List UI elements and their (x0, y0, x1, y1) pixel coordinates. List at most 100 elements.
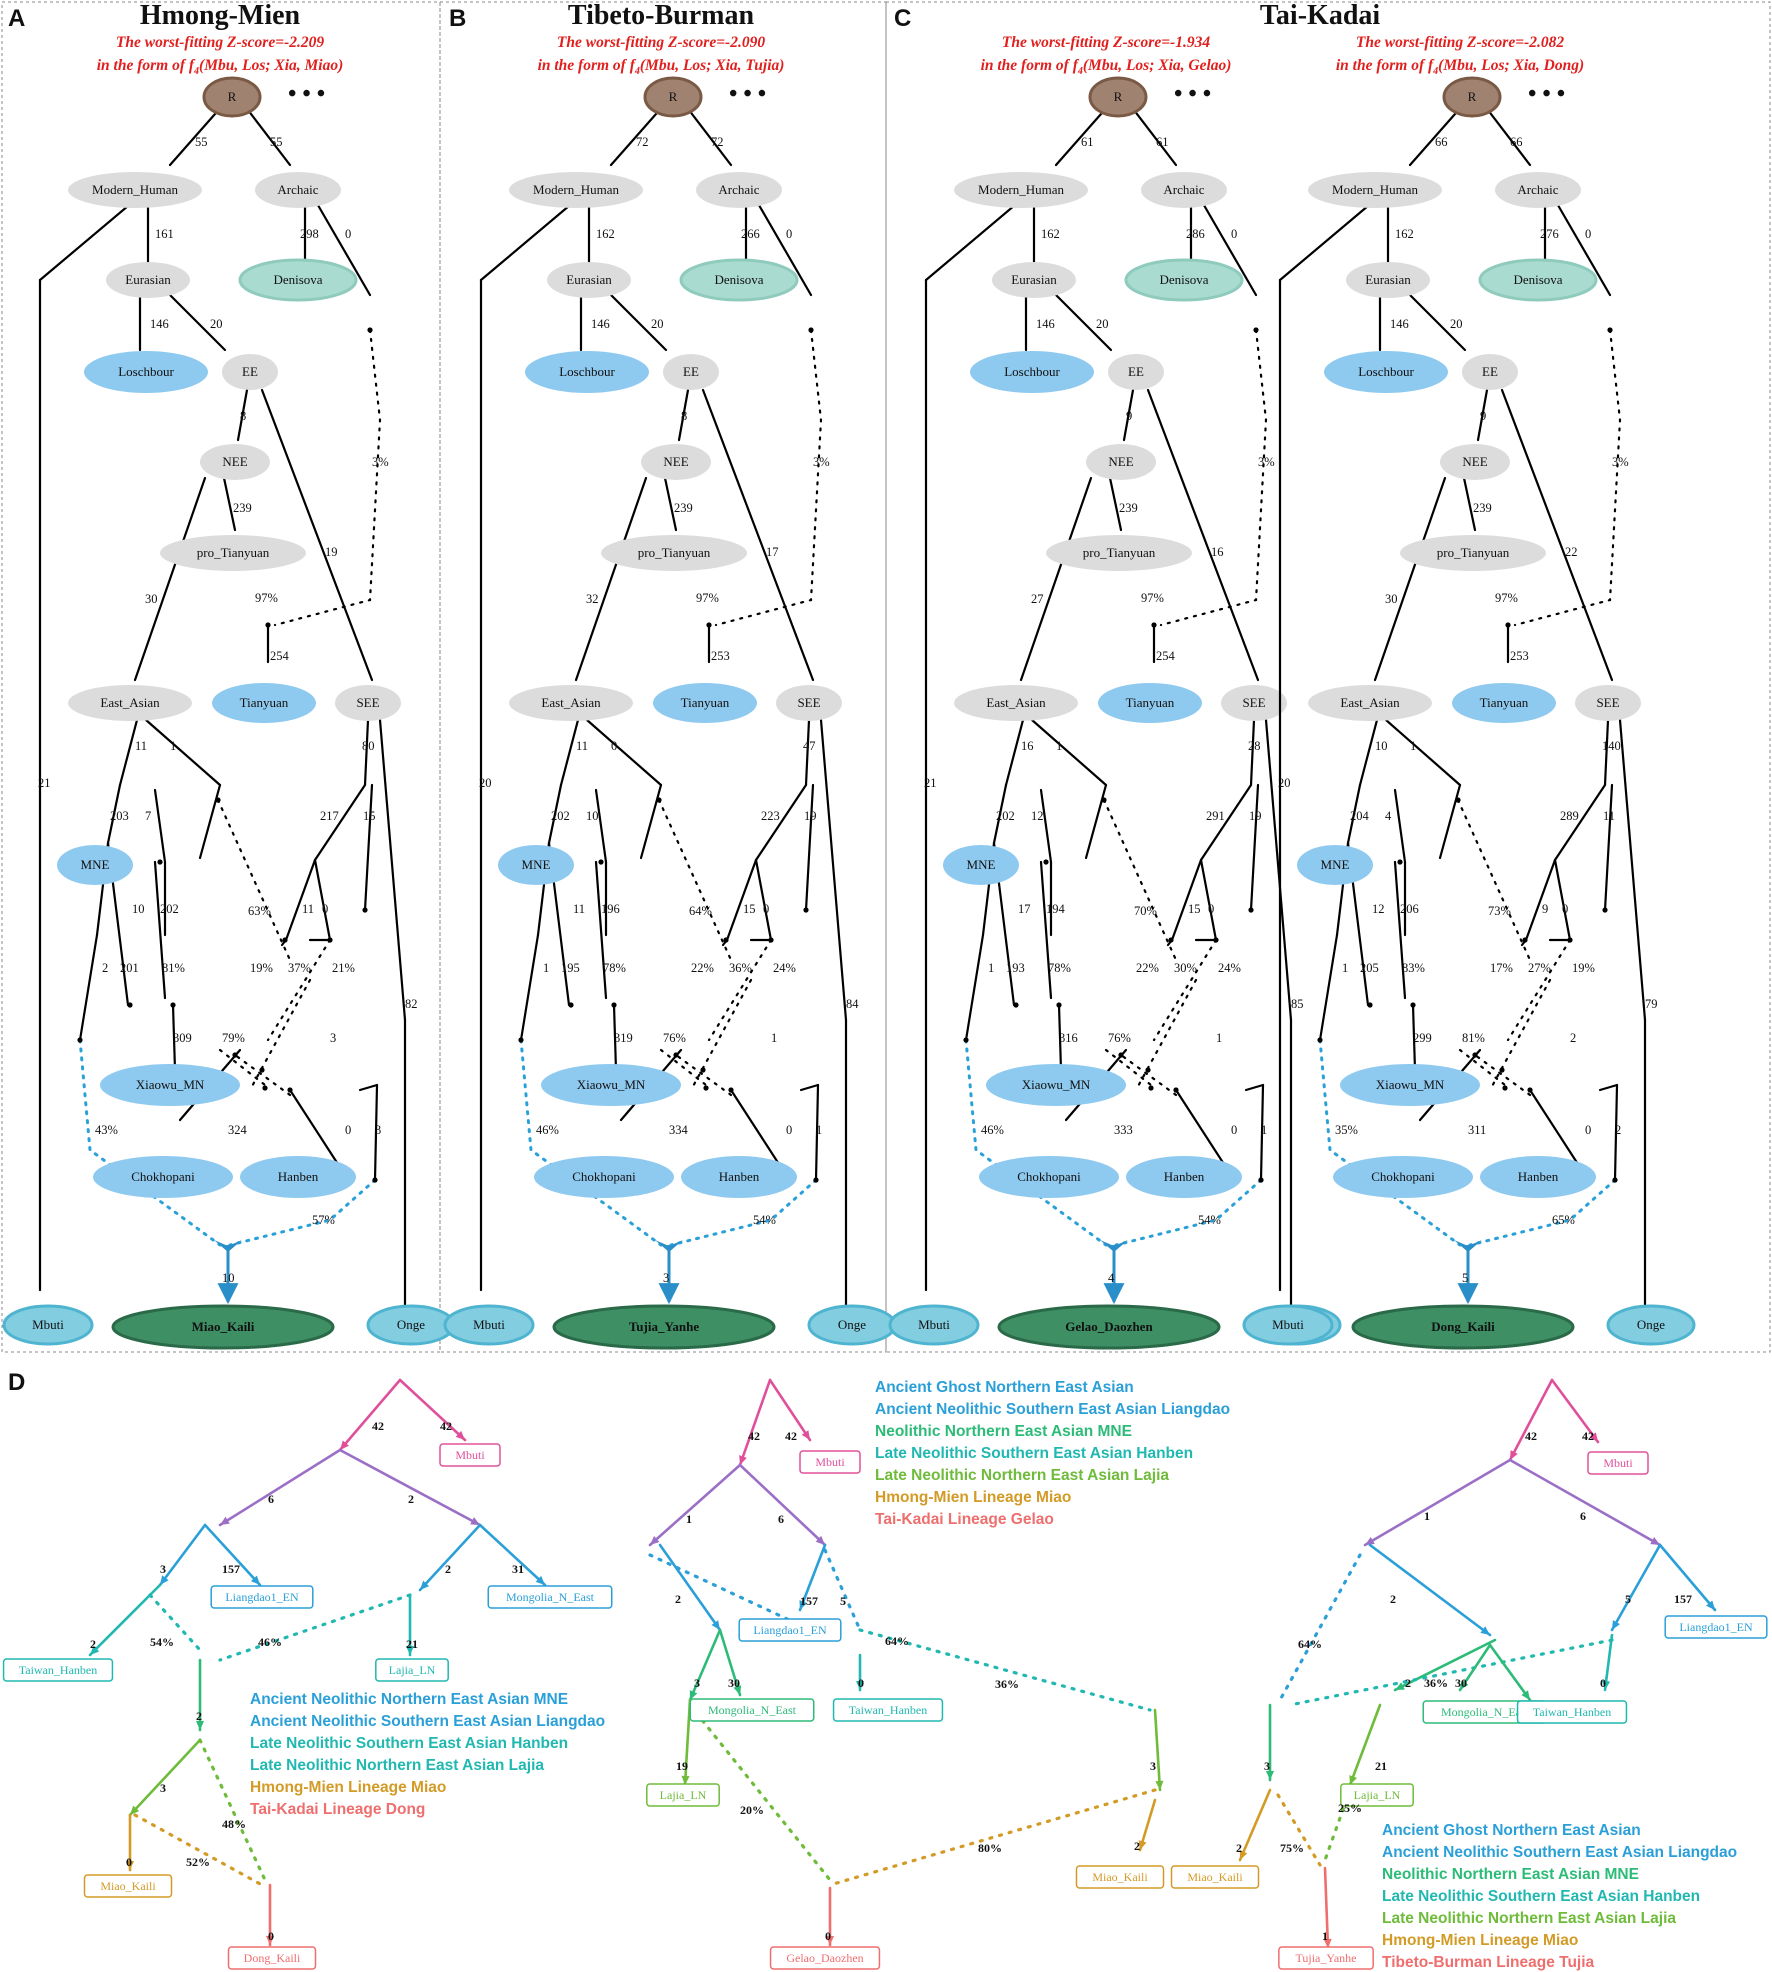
edge-label: 35% (1335, 1123, 1358, 1137)
legend-entry: Ancient Neolithic Southern East Asian Li… (875, 1401, 1230, 1418)
arrowhead (1706, 1600, 1715, 1610)
z-form-text: in the form of f4(Mbu, Los; Xia, Gelao) (981, 57, 1232, 77)
arrowhead (420, 1580, 430, 1590)
panel-b-frame (439, 1, 887, 1353)
edge-label: 2 (675, 1592, 681, 1606)
edge-label: 20% (740, 1803, 764, 1817)
edge-label: 21 (38, 776, 51, 790)
edge-label: 9 (1126, 409, 1132, 423)
z-score-text: The worst-fitting Z-score=-1.934 (1002, 34, 1210, 51)
node-text: EE (1482, 364, 1498, 379)
edge-label: 146 (1390, 317, 1409, 331)
graph-junction (598, 859, 604, 865)
node-text: Chokhopani (1371, 1169, 1435, 1184)
node-text: MNE (81, 857, 110, 872)
population-label: Miao_Kaili (1187, 1870, 1243, 1884)
node-mbuti (1242, 1304, 1334, 1346)
edge-label: 254 (270, 649, 290, 663)
edge-label: 195 (561, 961, 580, 975)
graph-edge (313, 198, 372, 297)
node-modern_human (954, 172, 1088, 208)
population-box (487, 1585, 613, 1609)
graph-edge (639, 783, 663, 860)
node-loschbour (525, 351, 649, 393)
edge-label: 2 (1570, 1031, 1576, 1045)
node-eurasian (992, 262, 1076, 298)
graph-edge (106, 783, 122, 845)
graph-junction (215, 797, 221, 803)
edge-label: 5 (840, 1594, 846, 1608)
population-box (1340, 1783, 1414, 1807)
edge-label: 10 (132, 902, 145, 916)
arrowhead (470, 1517, 480, 1525)
population-label: Liangdao1_EN (753, 1623, 827, 1637)
edge-label: 2 (1236, 1841, 1242, 1855)
arrowhead (825, 1936, 835, 1945)
edge-label: 85 (1291, 997, 1304, 1011)
graph-junction (287, 1087, 293, 1093)
edge-label: 1 (816, 1123, 822, 1137)
node-text: Denisova (1513, 272, 1562, 287)
graph-junction (1317, 1037, 1323, 1043)
graph-edge (574, 476, 648, 682)
population-label: Mongolia_N_East (1441, 1705, 1530, 1719)
edge-label: 42 (372, 1419, 384, 1433)
population-box (2, 1658, 114, 1682)
graph-edge (284, 858, 317, 942)
graph-junction (367, 327, 373, 333)
edge-label: 20 (1450, 317, 1463, 331)
graph-junction (372, 1177, 378, 1183)
edge-label: 11 (576, 739, 588, 753)
arrowhead (689, 1690, 698, 1700)
graph-junction (1567, 937, 1573, 943)
edge-label: 30 (1455, 1676, 1467, 1690)
panel-c-frame (885, 1, 1771, 1353)
population-label: Mongolia_N_East (708, 1703, 797, 1717)
edge-label: 61 (1081, 135, 1094, 149)
edge-label: 319 (614, 1031, 633, 1045)
node-text: Denisova (714, 272, 763, 287)
graph-edge (216, 798, 292, 962)
graph-edge (1019, 476, 1093, 682)
edge-label: 0 (322, 902, 328, 916)
population-label: Gelao_Daozhen (786, 1951, 863, 1965)
edge-label: 223 (761, 809, 780, 823)
edge-label: 97% (255, 591, 278, 605)
node-east_asian (68, 685, 192, 721)
edge-label: 161 (155, 227, 174, 241)
node-onge (1606, 1304, 1696, 1346)
node-r (202, 76, 262, 118)
edge-label: 0 (858, 1676, 864, 1690)
graph-junction (1502, 1085, 1508, 1091)
edge-label: 3 (330, 1031, 336, 1045)
population-box (1278, 1946, 1374, 1970)
edge-label: 16 (1021, 739, 1034, 753)
node-text: Xiaowu_MN (1376, 1077, 1445, 1092)
graph-edge (1411, 1003, 1417, 1072)
graph-edge (1259, 1083, 1265, 1182)
graph-junction (768, 937, 774, 943)
edge-label: 64% (885, 1634, 909, 1648)
graph-edge (158, 1523, 207, 1587)
admix-arrowhead (655, 1240, 683, 1252)
graph-edge (1506, 938, 1572, 1042)
node-chokhopani (534, 1156, 674, 1198)
node-text: NEE (663, 454, 688, 469)
arrowhead (340, 1440, 349, 1450)
legend-entry: Tibeto-Burman Lineage Tujia (1382, 1954, 1595, 1971)
legend-entry: Late Neolithic Northern East Asian Lajia (1382, 1910, 1676, 1927)
edge-label: 19 (804, 809, 817, 823)
population-label: Mbuti (455, 1448, 485, 1462)
arrowhead (195, 1721, 205, 1730)
graph-edge (924, 198, 1023, 282)
node-r (643, 76, 703, 118)
edge-label: 30 (1385, 592, 1398, 606)
edge-label: 46% (258, 1635, 282, 1649)
edge-label: 64% (1298, 1637, 1322, 1651)
edge-label: 30 (728, 1676, 740, 1690)
arrowhead (733, 1685, 742, 1695)
z-form-text: in the form of f4(Mbu, Los; Xia, Miao) (97, 57, 344, 77)
graph-junction (656, 797, 662, 803)
legend-entry: Neolithic Northern East Asian MNE (875, 1423, 1132, 1440)
